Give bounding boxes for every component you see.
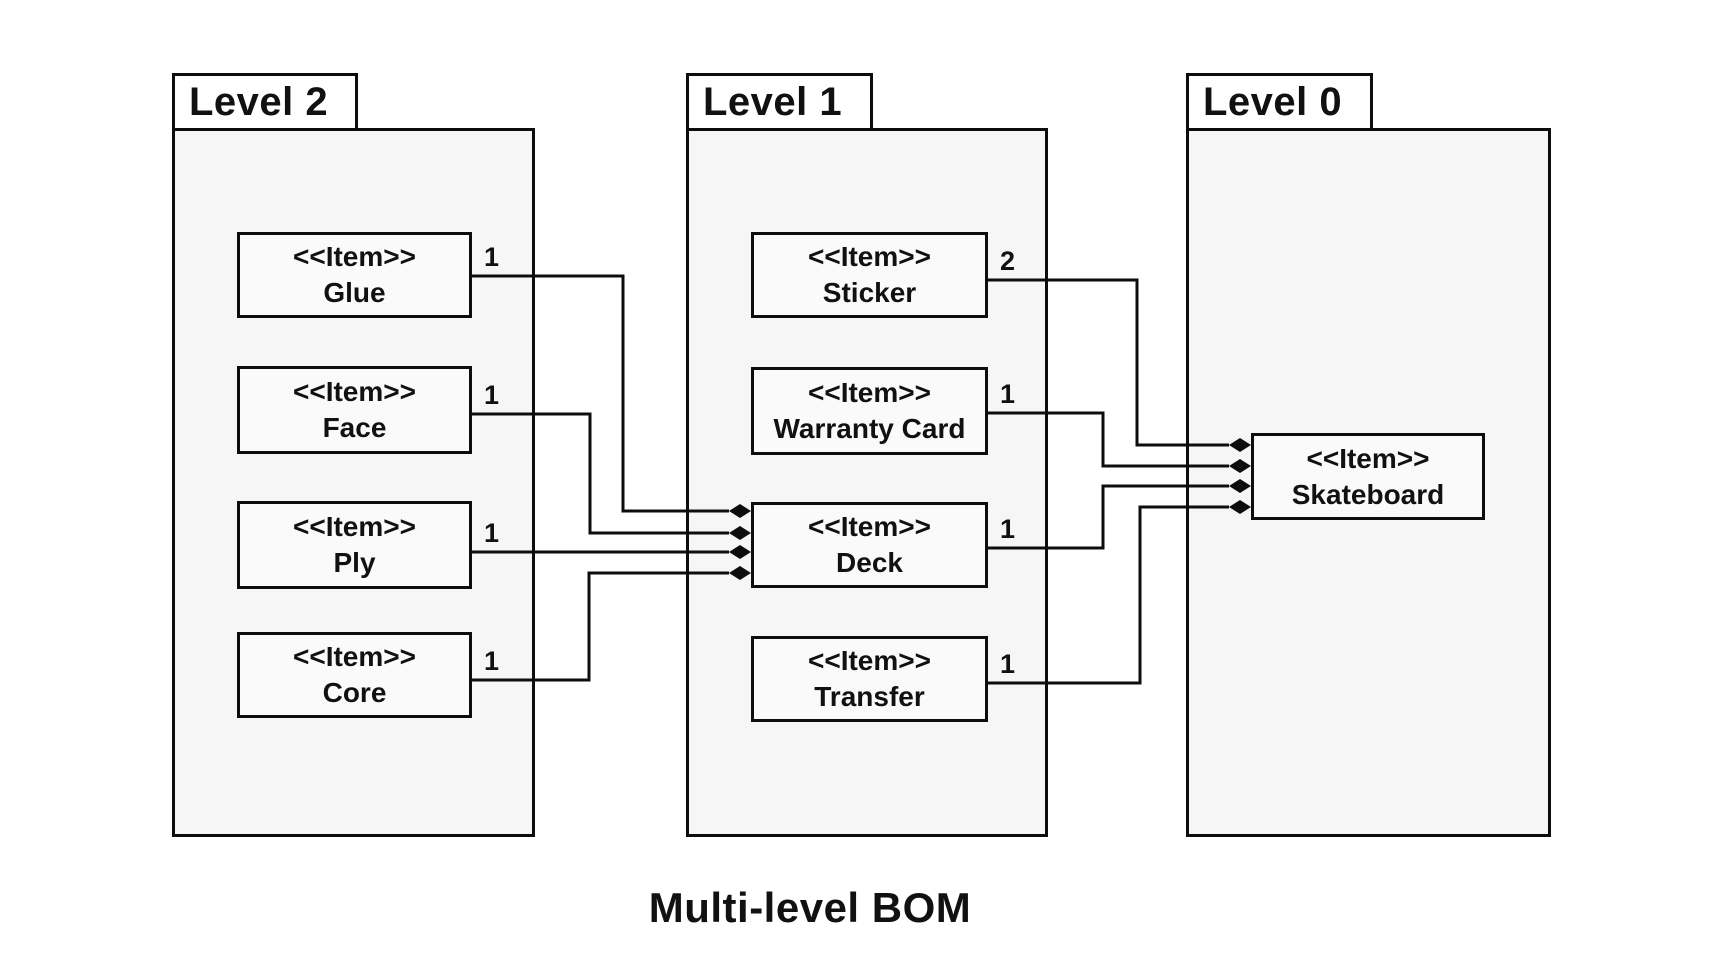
item-stereotype: <<Item>> bbox=[808, 645, 931, 676]
item-box-skateboard: <<Item>> Skateboard bbox=[1251, 433, 1485, 520]
item-name-face: Face bbox=[322, 412, 387, 443]
item-box-ply: <<Item>> Ply bbox=[237, 501, 472, 589]
item-box-warranty-card: <<Item>> Warranty Card bbox=[751, 367, 988, 455]
item-stereotype: <<Item>> bbox=[293, 241, 416, 272]
item-box-face: <<Item>> Face bbox=[237, 366, 472, 454]
item-stereotype: <<Item>> bbox=[1306, 442, 1430, 474]
multiplicity-label-transfer: 1 bbox=[1000, 649, 1016, 679]
package-label-level-0: Level 0 bbox=[1203, 79, 1343, 124]
item-name-ply: Ply bbox=[333, 547, 376, 578]
item-name-transfer: Transfer bbox=[814, 681, 925, 712]
package-label-level-1: Level 1 bbox=[703, 79, 843, 124]
item-name-core: Core bbox=[322, 677, 387, 708]
item-stereotype: <<Item>> bbox=[293, 511, 416, 542]
item-box-glue: <<Item>> Glue bbox=[237, 232, 472, 318]
multiplicity-label-sticker: 2 bbox=[1000, 246, 1016, 276]
package-tab-level-1: Level 1 bbox=[686, 73, 873, 131]
item-stereotype: <<Item>> bbox=[808, 511, 931, 542]
item-box-core: <<Item>> Core bbox=[237, 632, 472, 718]
item-box-sticker: <<Item>> Sticker bbox=[751, 232, 988, 318]
multiplicity-label-deck: 1 bbox=[1000, 514, 1016, 544]
multiplicity-label-glue: 1 bbox=[484, 242, 500, 272]
item-name-sticker: Sticker bbox=[822, 277, 917, 308]
diagram-title: Multi-level BOM bbox=[648, 884, 972, 931]
item-name-skateboard: Skateboard bbox=[1291, 478, 1445, 510]
multiplicity-label-warranty-card: 1 bbox=[1000, 379, 1016, 409]
item-stereotype: <<Item>> bbox=[808, 377, 931, 408]
item-name-glue: Glue bbox=[323, 277, 386, 308]
item-stereotype: <<Item>> bbox=[293, 641, 416, 672]
package-label-level-2: Level 2 bbox=[189, 79, 329, 124]
item-stereotype: <<Item>> bbox=[293, 376, 416, 407]
item-stereotype: <<Item>> bbox=[808, 241, 931, 272]
package-tab-level-2: Level 2 bbox=[172, 73, 358, 131]
multiplicity-label-face: 1 bbox=[484, 380, 500, 410]
item-name-deck: Deck bbox=[836, 547, 903, 578]
multiplicity-label-ply: 1 bbox=[484, 518, 500, 548]
package-tab-level-0: Level 0 bbox=[1186, 73, 1373, 131]
item-box-deck: <<Item>> Deck bbox=[751, 502, 988, 588]
item-name-warranty-card: Warranty Card bbox=[773, 413, 966, 444]
multiplicity-label-core: 1 bbox=[484, 646, 500, 676]
item-box-transfer: <<Item>> Transfer bbox=[751, 636, 988, 722]
